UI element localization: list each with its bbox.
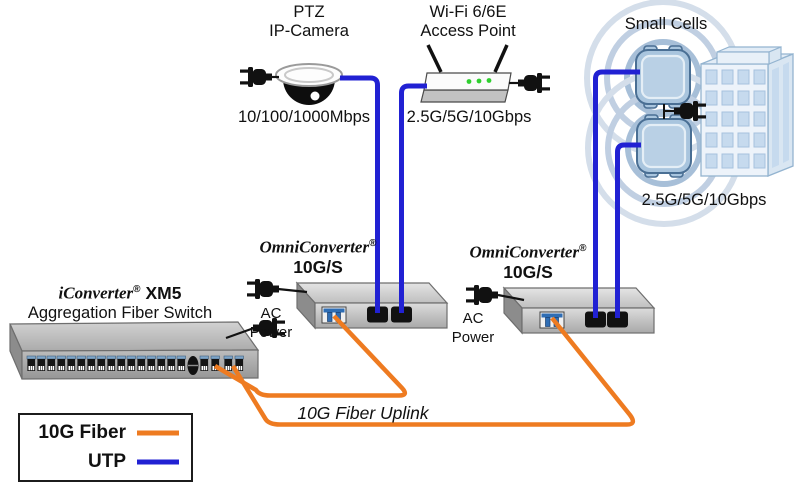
uplink-text: 10G Fiber Uplink — [297, 403, 429, 423]
converter2-model: 10G/S — [503, 261, 553, 282]
rj45-port — [367, 306, 388, 323]
camera-speed-label: 10/100/1000Mbps — [230, 108, 378, 127]
small-cells-title-text: Small Cells — [624, 15, 708, 33]
ap-led — [476, 78, 482, 84]
small-cell-bottom-icon — [635, 113, 693, 179]
utp-cable-camera — [340, 75, 380, 313]
access-point-speed-label: 2.5G/5G/10Gbps — [399, 108, 539, 127]
power-connections — [225, 67, 706, 340]
small-cells-speed-label: 2.5G/5G/10Gbps — [634, 191, 774, 210]
aggregation-switch-icon — [9, 321, 260, 380]
rj45-port — [607, 311, 628, 328]
converter2-power-plug-icon — [466, 285, 498, 305]
uplink-label: 10G Fiber Uplink — [283, 404, 443, 423]
access-point-title: Wi-Fi 6/6E Access Point — [398, 3, 538, 41]
fiber-cable-uplink-2 — [231, 316, 636, 427]
converter2-brand: OmniConverter — [469, 242, 580, 262]
converter2-ac-power-label: AC Power — [440, 309, 506, 347]
utp-cables — [340, 69, 641, 318]
access-point-icon — [420, 44, 512, 103]
camera-power-plug-icon — [240, 67, 272, 87]
registered-mark: ® — [133, 284, 141, 295]
media-converter-1-icon — [295, 281, 449, 330]
small-cells-title: Small Cells — [596, 15, 736, 34]
ap-speed-text: 2.5G/5G/10Gbps — [406, 108, 532, 126]
ac-power-text: AC Power — [451, 310, 495, 346]
registered-mark: ® — [369, 238, 377, 249]
ap-led — [486, 78, 492, 83]
legend-label-utp: UTP — [88, 451, 126, 472]
registered-mark: ® — [579, 243, 587, 254]
ap-power-plug-icon — [518, 73, 550, 93]
fiber-cables — [213, 314, 636, 427]
legend-swatch-fiber — [137, 430, 179, 436]
sfp-port — [321, 306, 347, 324]
utp-cable-cell-bottom — [615, 142, 641, 318]
media-converter-2-icon — [502, 286, 656, 335]
legend-row-fiber: 10G Fiber — [20, 422, 181, 444]
switch-model: XM5 — [145, 282, 182, 303]
converter1-title: OmniConverter® 10G/S — [238, 234, 398, 277]
legend: 10G Fiber UTP — [18, 413, 193, 482]
small-cells-speed-text: 2.5G/5G/10Gbps — [641, 191, 767, 209]
legend-label-fiber: 10G Fiber — [38, 422, 126, 443]
fiber-cable-uplink-1 — [213, 314, 408, 398]
ac-power-text: AC Power — [249, 305, 293, 341]
converter1-power-plug-icon — [247, 279, 279, 299]
building-icon — [700, 46, 794, 177]
ap-title-line1: Wi-Fi 6/6E — [429, 3, 507, 21]
switch-subtitle: Aggregation Fiber Switch — [27, 303, 213, 322]
camera-speed-text: 10/100/1000Mbps — [237, 108, 371, 126]
camera-title: PTZ IP-Camera — [239, 3, 379, 41]
switch-title: iConverter® XM5 Aggregation Fiber Switch — [15, 280, 225, 323]
ap-led — [466, 79, 472, 84]
rj45-port — [391, 306, 412, 323]
legend-swatch-utp — [137, 459, 179, 465]
converter1-model: 10G/S — [293, 256, 343, 277]
ap-title-line2: Access Point — [420, 22, 516, 40]
small-cell-top-icon — [634, 44, 692, 110]
switch-brand: iConverter — [58, 283, 134, 303]
utp-cable-cell-top — [593, 69, 640, 318]
converter1-ac-power-label: AC Power — [238, 304, 304, 342]
ptz-camera-icon — [275, 63, 343, 105]
legend-row-utp: UTP — [20, 451, 181, 473]
camera-title-line2: IP-Camera — [269, 22, 349, 40]
camera-title-line1: PTZ — [293, 3, 325, 21]
utp-cable-access-point — [399, 83, 427, 313]
rj45-port — [585, 311, 606, 328]
converter1-brand: OmniConverter — [259, 237, 370, 257]
converter2-title: OmniConverter® 10G/S — [448, 239, 608, 282]
